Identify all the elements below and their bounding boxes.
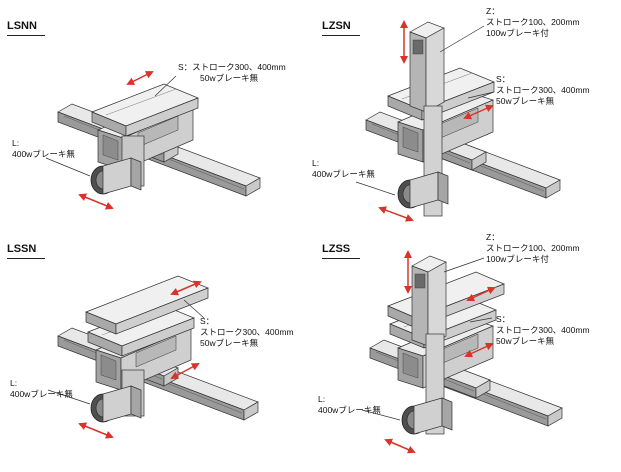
machine-lzsn: [355, 20, 561, 222]
z-axis-label: Z： ストローク100、200mm 100wブレーキ付: [486, 6, 580, 38]
s-axis-label: S： ストローク300、400mm 50wブレーキ無: [496, 314, 590, 346]
l-axis-label: L: 400wブレーキ無: [312, 158, 375, 179]
title-underline: [322, 35, 360, 36]
title-underline: [7, 258, 45, 259]
z-axis-label: Z： ストローク100、200mm 100wブレーキ付: [486, 232, 580, 264]
panel-title-lsnn: LSNN: [7, 20, 37, 32]
l-axis-label: L: 400wブレーキ無: [318, 394, 381, 415]
panel-title-lssn: LSSN: [7, 243, 37, 255]
l-axis-label: L: 400wブレーキ無: [12, 138, 75, 159]
panel-title-lzss: LZSS: [322, 243, 351, 255]
title-underline: [7, 35, 45, 36]
s-axis-label: S： ストローク300、400mm 50wブレーキ無: [200, 316, 294, 348]
s-axis-label: S： ストローク300、400mm 50wブレーキ無: [496, 74, 590, 106]
machine-lzss: [361, 250, 563, 454]
l-axis-label: L: 400wブレーキ無: [10, 378, 73, 399]
title-underline: [322, 258, 360, 259]
machine-lsnn: [45, 71, 261, 210]
s-axis-label: S：ストローク300、400mm 50wブレーキ無: [178, 62, 286, 83]
machine-lssn: [47, 275, 259, 439]
panel-title-lzsn: LZSN: [322, 20, 351, 32]
